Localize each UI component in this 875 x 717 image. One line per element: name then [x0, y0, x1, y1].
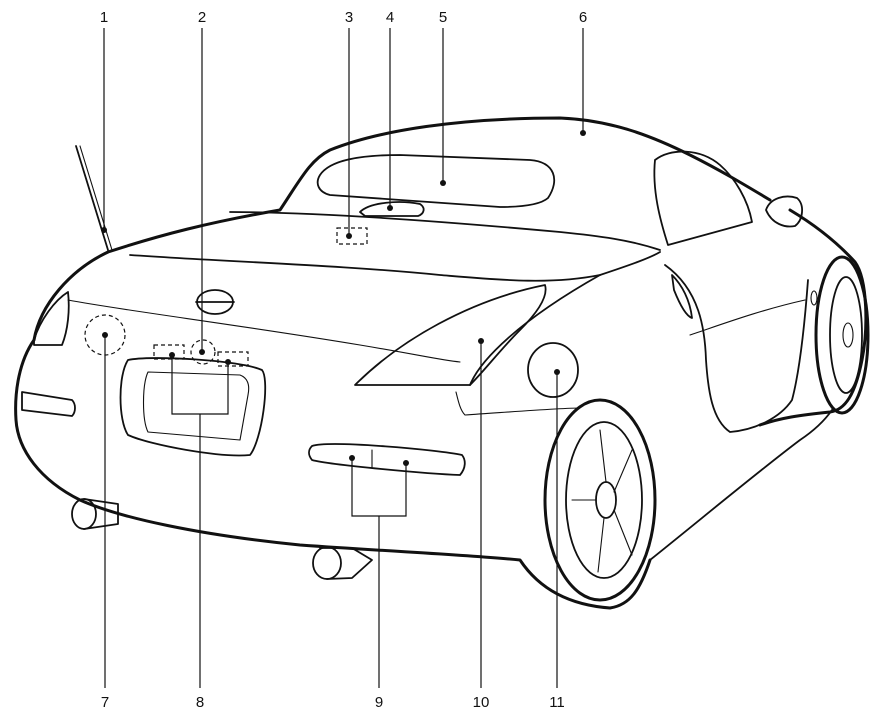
rear-hub: [595, 481, 617, 519]
marker-3-box: [336, 227, 368, 245]
leader-5-dot: [440, 180, 446, 186]
leader-8-dot-right: [225, 359, 231, 365]
spoke-4: [597, 517, 605, 573]
leader-8-bracket: [171, 355, 229, 415]
trunk-top-edge: [106, 116, 772, 254]
callout-3: 3: [345, 9, 353, 26]
leader-7-dot: [102, 332, 108, 338]
callout-6: 6: [579, 9, 587, 26]
leader-6-dot: [580, 130, 586, 136]
car-body-outline: [14, 250, 652, 610]
car-illustration: [14, 116, 870, 610]
fuel-filler-door: [527, 342, 579, 398]
leader-1-dot: [101, 227, 107, 233]
callout-2: 2: [198, 9, 206, 26]
callout-4: 4: [386, 9, 394, 26]
front-rim: [829, 276, 863, 394]
right-fender-top: [758, 208, 868, 427]
antenna-mast-edge: [79, 145, 113, 251]
door-crease: [689, 299, 806, 336]
right-exhaust-tip: [312, 546, 342, 580]
side-vent: [671, 274, 693, 319]
left-exhaust: [71, 498, 119, 530]
left-tail-lamp: [33, 291, 70, 346]
left-exhaust-pipe: [83, 498, 119, 530]
leader-8-dot-left: [169, 352, 175, 358]
spoke-2: [613, 449, 633, 493]
front-tire: [814, 255, 870, 415]
left-exhaust-tip: [71, 498, 97, 530]
leader-11-dot: [554, 369, 560, 375]
side-marker: [810, 290, 818, 306]
marker-8-box-right: [217, 351, 249, 367]
rear-window: [316, 154, 556, 208]
rear-rim: [565, 421, 643, 579]
leader-9-dot-left: [349, 455, 355, 461]
rear-wheel: [543, 398, 657, 602]
license-plate: [142, 371, 250, 441]
right-tail-lamp: [354, 284, 547, 386]
front-hub: [842, 322, 854, 348]
callout-7: 7: [101, 694, 109, 711]
callout-10: 10: [473, 694, 490, 711]
right-side-lower: [649, 409, 833, 561]
side-window: [653, 150, 753, 246]
callout-11: 11: [549, 694, 565, 711]
leader-3-dot: [346, 233, 352, 239]
rear-bumper-lamp: [308, 443, 466, 476]
right-exhaust: [312, 546, 373, 580]
front-wheel: [810, 255, 870, 415]
rear-tire: [543, 398, 657, 602]
license-plate-recess: [119, 357, 267, 457]
spoke-3: [613, 509, 633, 556]
right-quarter-panel: [469, 251, 661, 386]
door-outline: [664, 264, 809, 433]
callout-leaders: [101, 28, 586, 688]
callout-1: 1: [100, 9, 108, 26]
leader-9-bracket: [351, 458, 407, 517]
soft-top-seam: [229, 211, 661, 251]
leader-9-dot-right: [403, 460, 409, 466]
trunk-lower-crease: [67, 299, 461, 363]
callout-8: 8: [196, 694, 204, 711]
callout-9: 9: [375, 694, 383, 711]
high-mount-stop-lamp: [359, 201, 425, 217]
trunk-crease: [129, 254, 601, 282]
spoke-1: [599, 429, 607, 483]
callout-5: 5: [439, 9, 447, 26]
side-mirror: [765, 195, 803, 228]
tail-lamp-lower-edge: [455, 391, 581, 416]
left-reflector: [21, 391, 76, 417]
right-exhaust-pipe: [319, 547, 373, 580]
marker-8-box-left: [153, 344, 185, 360]
leader-2-dot: [199, 349, 205, 355]
leader-4-dot: [387, 205, 393, 211]
callout-numbers: 1 2 3 4 5 6 7 8 9 10 11: [100, 9, 587, 711]
antenna-mast: [75, 145, 109, 251]
leader-10-dot: [478, 338, 484, 344]
marker-2-circle: [190, 339, 216, 365]
